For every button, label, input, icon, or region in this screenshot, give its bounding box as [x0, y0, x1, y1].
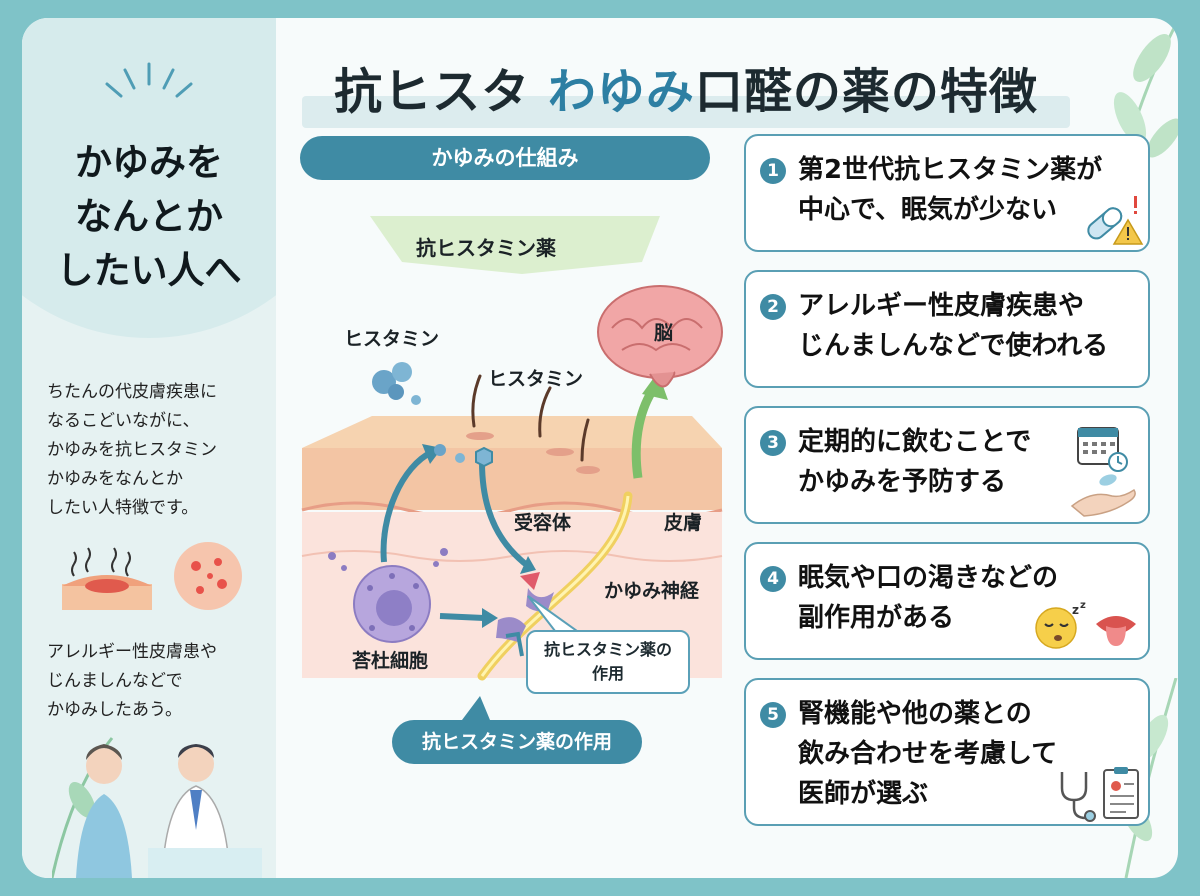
histamine-to-receptor-arrow	[479, 461, 530, 569]
itch-nerve-label: かゆみ神経	[604, 580, 700, 602]
card-text: アレルギー性皮膚疾患や じんましんなどで使われる	[798, 291, 1109, 361]
cell-to-receptor-arrow	[439, 613, 485, 621]
brain-icon	[597, 285, 723, 388]
antihistamine-action-callout: 抗ヒスタミン薬の 作用	[526, 630, 690, 694]
card-number: 4	[760, 566, 786, 592]
title-part-1: 抗ヒスタ	[334, 64, 548, 120]
calendar-pill-hand-icon	[1070, 427, 1136, 517]
title-highlight: わゆみ	[547, 64, 695, 120]
diagram-artwork	[301, 216, 723, 720]
capsule-warning-icon	[1087, 196, 1144, 245]
histamine-release-arrow	[380, 449, 434, 563]
skin-label: 皮膚	[664, 512, 703, 534]
feature-card-4: 4 眠気や口の渇きなどの 副作用がある z z	[744, 542, 1150, 660]
antihistamine-action-label: 抗ヒスタミン薬の作用	[392, 720, 642, 764]
burst-icon	[105, 62, 193, 98]
infographic-frame: かゆみを なんとか したい人へ ちたんの代皮膚疾患に なるこどいながに、 かゆみ…	[22, 18, 1178, 878]
card-number: 2	[760, 294, 786, 320]
left-description-2: アレルギー性皮膚患や じんましんなどで かゆみしたあう。	[47, 642, 217, 720]
antihistamine-banner	[370, 216, 660, 274]
left-column: かゆみを なんとか したい人へ ちたんの代皮膚疾患に なるこどいながに、 かゆみ…	[22, 18, 276, 878]
skin-surface	[302, 416, 722, 448]
receptor-icon	[496, 572, 554, 657]
itch-mechanism-diagram: かゆみの仕組み	[292, 136, 738, 776]
svg-text:z: z	[1072, 603, 1079, 617]
brain-label: 脳	[654, 322, 674, 344]
feature-card-5: 5 腎機能や他の薬との 飲み合わせを考慮して 医師が選ぶ	[744, 678, 1150, 826]
receptor-label: 受容体	[514, 512, 572, 534]
card-text: 眠気や口の渇きなどの 副作用がある	[798, 563, 1059, 633]
hero-title: かゆみを なんとか したい人へ	[56, 141, 242, 292]
svg-text:z: z	[1080, 600, 1086, 611]
feature-card-3: 3 定期的に飲むことで かゆみを予防する	[744, 406, 1150, 524]
stethoscope-clipboard-icon	[1060, 767, 1139, 822]
sleepy-face-tongue-icon: z z	[1035, 600, 1136, 649]
card-number: 1	[760, 158, 786, 184]
skin-epidermis	[302, 448, 722, 510]
card-text: 定期的に飲むことで かゆみを予防する	[798, 427, 1032, 497]
feature-card-1: 1 第2世代抗ヒスタミン薬が 中心で、眠気が少ない	[744, 134, 1150, 252]
mast-cell-label: 荅杜細胞	[352, 650, 429, 672]
histamine-molecule-cluster	[372, 362, 421, 405]
left-description: ちたんの代皮膚疾患に なるこどいながに、 かゆみを抗ヒスタミン かゆみをなんとか…	[47, 382, 217, 518]
hair-follicles	[471, 374, 590, 462]
doctor-patient-illustration	[52, 737, 262, 878]
card-text: 第2世代抗ヒスタミン薬が 中心で、眠気が少ない	[798, 155, 1103, 225]
title-underline-band	[302, 96, 1070, 128]
card-text: 腎機能や他の薬との 飲み合わせを考慮して 医師が選ぶ	[798, 699, 1058, 809]
page-title: 抗ヒスタ わゆみ口醛の薬の特徴	[302, 52, 1070, 122]
histamine-label-2: ヒスタミン	[488, 368, 584, 390]
card-number: 5	[760, 702, 786, 728]
title-area: 抗ヒスタ わゆみ口醛の薬の特徴	[302, 48, 1070, 128]
mast-cell	[328, 548, 448, 643]
antihistamine-label: 抗ヒスタミン薬	[416, 236, 556, 260]
mechanism-label: かゆみの仕組み	[300, 136, 710, 180]
card-number: 3	[760, 430, 786, 456]
title-part-2: 口醛の薬の特徴	[694, 64, 1038, 120]
hero-circle	[22, 18, 276, 338]
histamine-label-1: ヒスタミン	[344, 328, 440, 350]
feature-card-2: 2 アレルギー性皮膚疾患や じんましんなどで使われる	[744, 270, 1150, 388]
itchy-skin-illustration	[62, 542, 242, 610]
